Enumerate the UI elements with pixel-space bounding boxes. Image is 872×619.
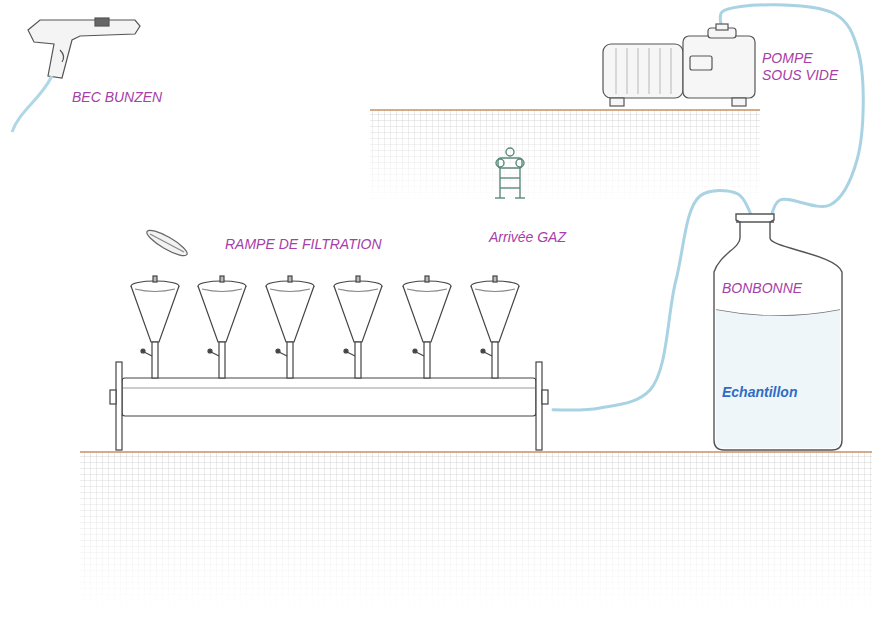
part-label: Arrivée GAZ bbox=[489, 229, 566, 246]
node-title: RAMPE DE FILTRATION bbox=[225, 236, 382, 253]
node-illustration bbox=[708, 214, 850, 452]
node-title: BONBONNE bbox=[722, 280, 802, 297]
bunsen-burner bbox=[12, 18, 140, 132]
shelf-line bbox=[370, 109, 760, 111]
node-illustration bbox=[108, 232, 553, 450]
filtration-manifold: RAMPE DE FILTRATION bbox=[108, 232, 553, 450]
pump-node: POMPE SOUS VIDE bbox=[598, 26, 850, 108]
node-title: POMPE SOUS VIDE bbox=[762, 50, 844, 84]
forceps bbox=[144, 226, 190, 259]
gas-valve bbox=[495, 148, 525, 198]
carboy-bottle bbox=[714, 214, 842, 450]
shelf-texture bbox=[370, 110, 760, 205]
content-label: Echantillon bbox=[722, 384, 797, 401]
part-label: BEC BUNZEN bbox=[72, 89, 162, 106]
funnel-manifold bbox=[110, 276, 548, 450]
carboy: BONBONNE Echantillon bbox=[708, 214, 850, 452]
bench-texture bbox=[80, 452, 872, 612]
bench-line bbox=[80, 451, 872, 453]
vacuum-pump bbox=[603, 24, 755, 106]
